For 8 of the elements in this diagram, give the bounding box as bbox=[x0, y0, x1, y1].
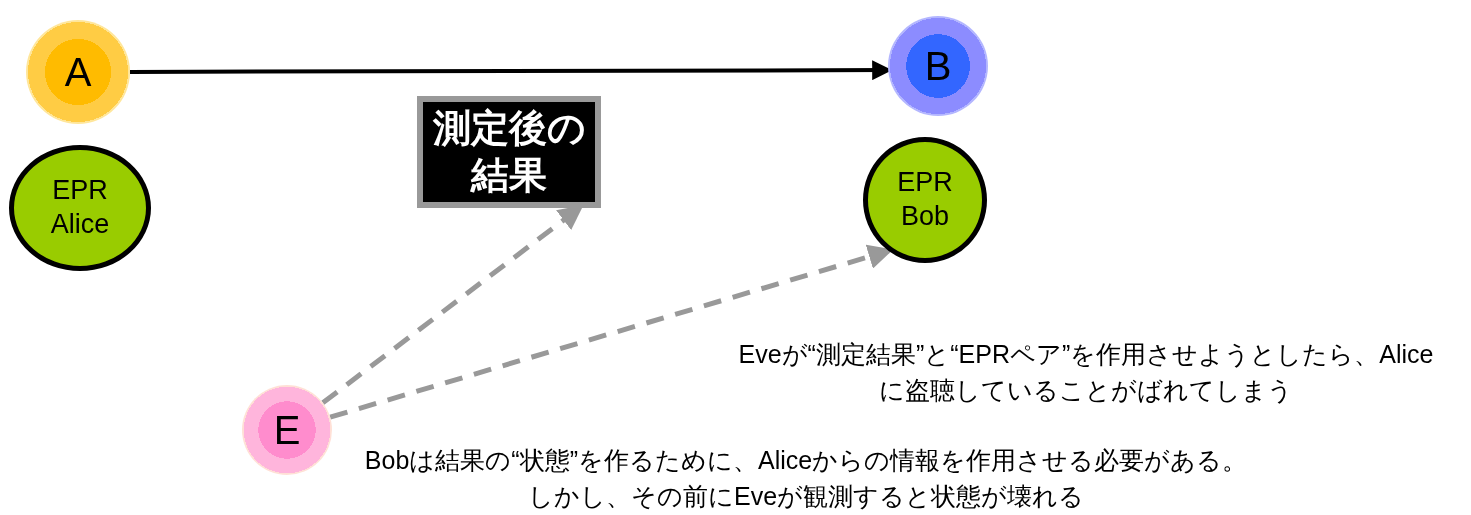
node-orb: A bbox=[26, 20, 130, 124]
node-orb: E bbox=[242, 385, 332, 475]
note-text: Bobは結果の“状態”を作るために、Aliceからの情報を作用させる必要がある。しかし、その前にEveが観測すると状態が壊れる bbox=[363, 445, 1249, 513]
result-box: 測定後の結果 bbox=[417, 96, 601, 208]
node-orb: B bbox=[888, 16, 988, 116]
ellipse-node: EPR Bob bbox=[863, 137, 987, 263]
ellipse-node: EPR Alice bbox=[9, 145, 151, 271]
note-text: Eveが“測定結果”と“EPRペア”を作用させようとしたら、Aliceに盗聴していることがばれてしまう bbox=[737, 339, 1435, 407]
